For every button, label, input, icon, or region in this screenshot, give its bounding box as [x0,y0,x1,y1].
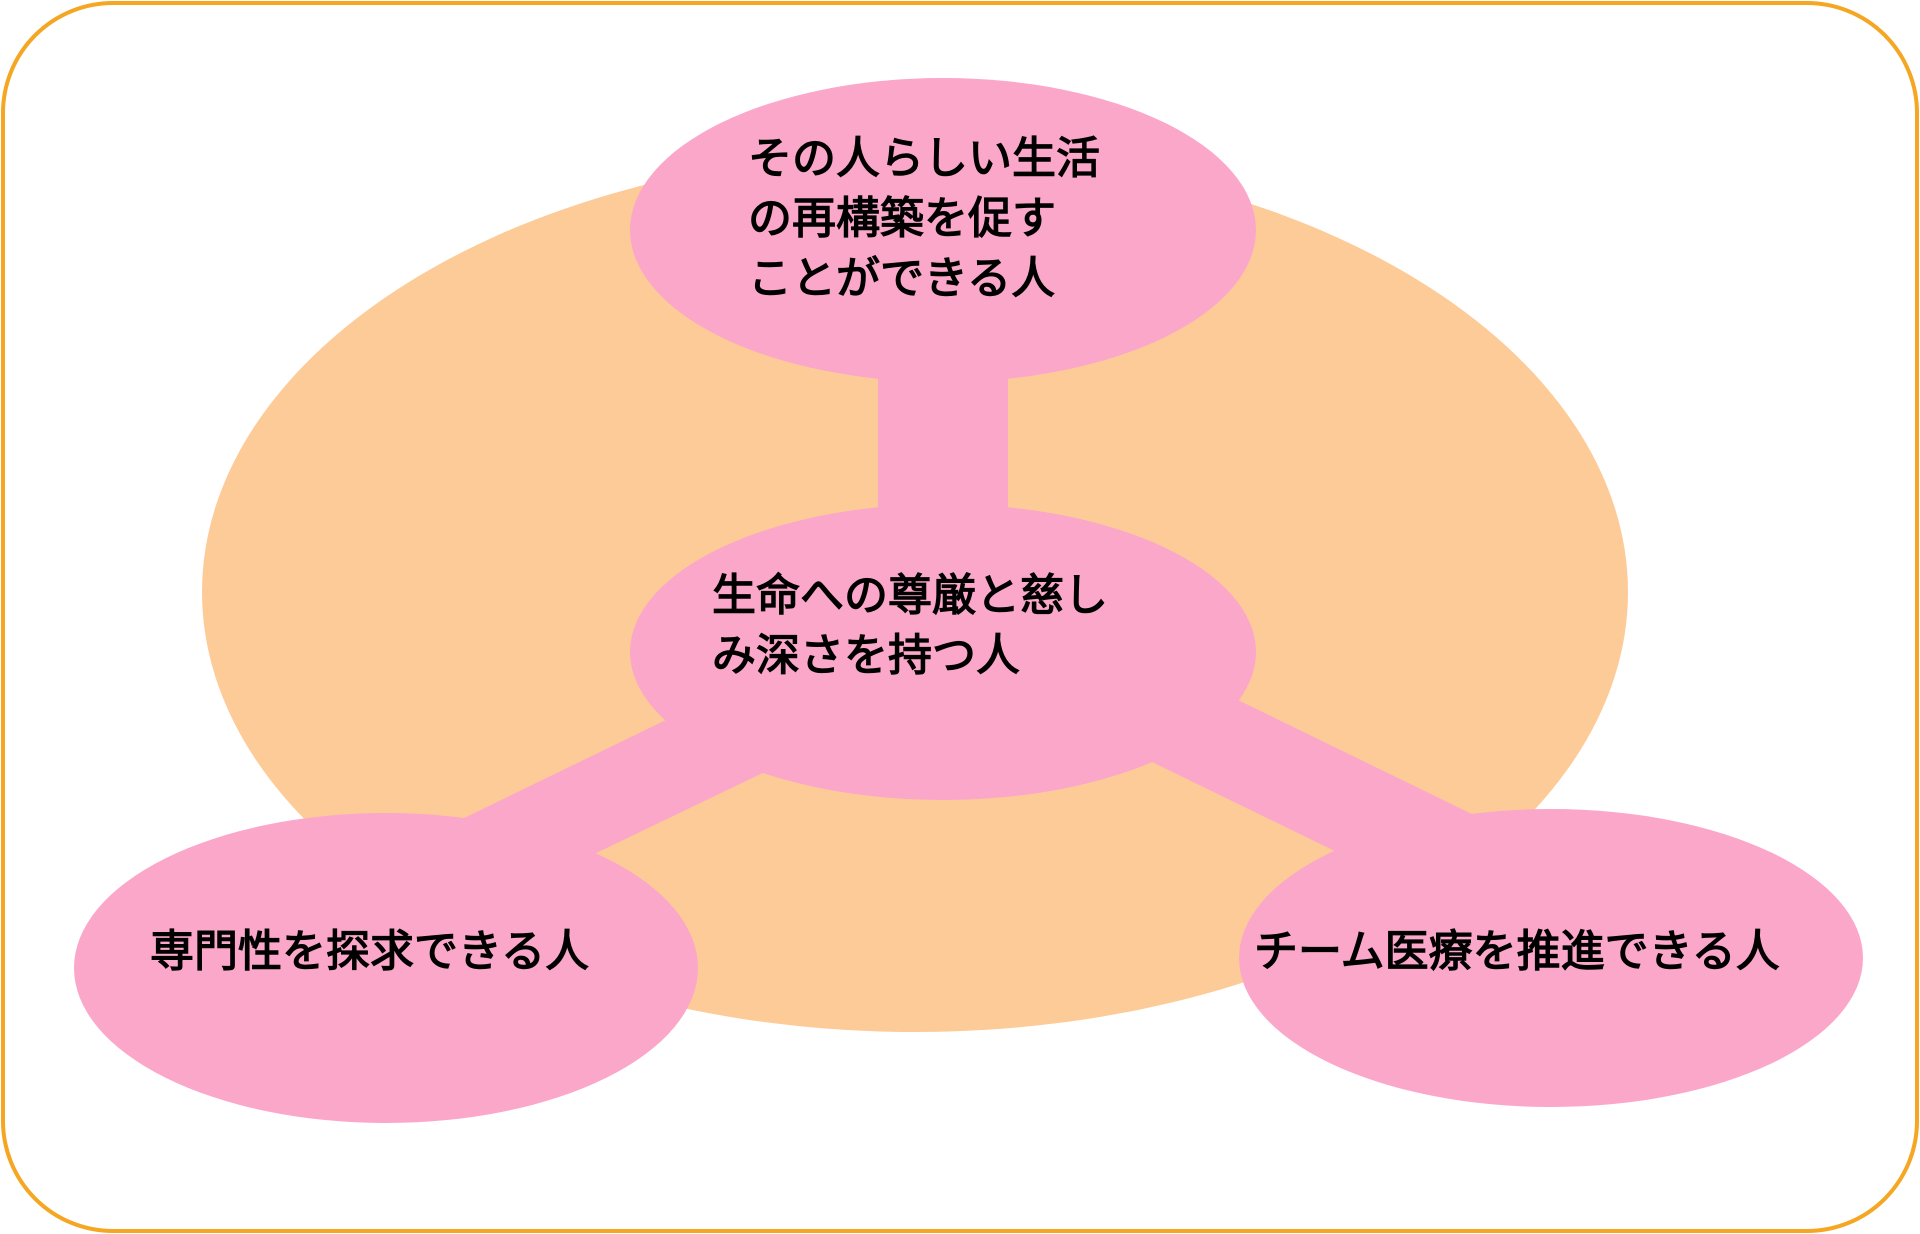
node-top-line-2: の再構築を促す [748,193,1056,244]
connector-center-right [1152,700,1480,856]
node-right-label: チーム医療を推進できる人 [1254,922,1780,982]
node-left-ellipse [74,813,698,1123]
node-top-line-1: その人らしい生活 [748,133,1100,184]
node-top-line-3: ことができる人 [748,253,1056,304]
node-center-line-1: 生命への尊厳と慈し [712,570,1108,621]
node-center-ellipse [630,504,1256,800]
connector-top-center [878,360,1008,530]
node-left-label: 専門性を探求できる人 [150,922,589,982]
node-top-ellipse [630,78,1256,382]
node-top-label: その人らしい生活 の再構築を促す ことができる人 [748,129,1100,309]
connector-center-left [460,718,769,856]
node-center-label: 生命への尊厳と慈し み深さを持つ人 [712,566,1108,686]
node-right-ellipse [1239,809,1863,1107]
node-center-line-2: み深さを持つ人 [712,630,1020,681]
node-left-line-1: 専門性を探求できる人 [150,926,590,977]
node-right-line-1: チーム医療を推進できる人 [1254,926,1780,977]
